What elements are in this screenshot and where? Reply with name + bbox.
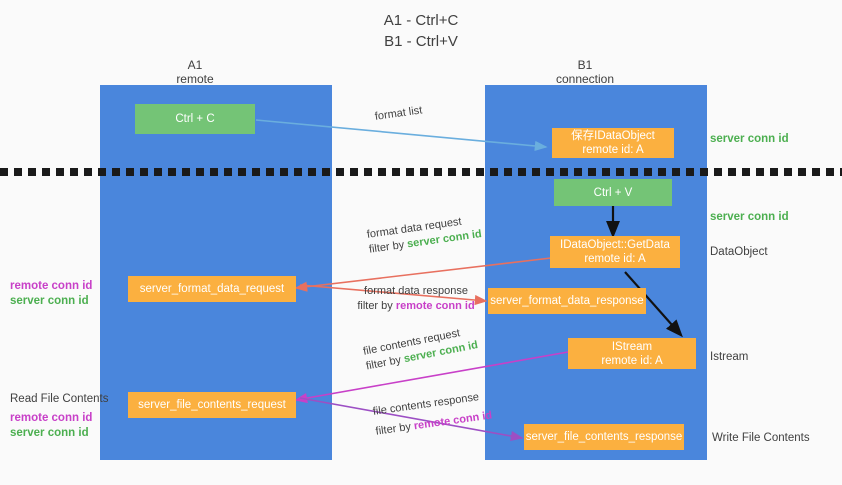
- node-server-format-data-response[interactable]: server_format_data_response: [488, 288, 646, 314]
- node-server-format-data-request[interactable]: server_format_data_request: [128, 276, 296, 302]
- arrow-format-list: [255, 119, 548, 152]
- arrow-format-data-response: [299, 284, 488, 306]
- node-istream-line1: IStream: [611, 340, 653, 353]
- fdresp-token: remote conn id: [395, 300, 475, 312]
- node-istream[interactable]: IStream remote id: A: [568, 338, 696, 369]
- node-fmt-req-label: server_format_data_request: [139, 283, 285, 295]
- fdresp-line1: format data response: [364, 285, 468, 297]
- title-line-1: A1 - Ctrl+C: [383, 12, 459, 29]
- node-file-resp-label: server_file_contents_response: [525, 431, 683, 443]
- arrow-format-data-request: [294, 257, 552, 292]
- node-save-idataobject-line2: remote id: A: [582, 144, 644, 156]
- node-ctrl-v-label: Ctrl + V: [593, 186, 633, 199]
- diagram-title: A1 - Ctrl+C B1 - Ctrl+V: [0, 10, 842, 52]
- node-getdata-line1: IDataObject::GetData: [560, 239, 670, 251]
- arrow-file-contents-request: [294, 351, 569, 404]
- annotation-server-conn-id-top: server conn id: [710, 133, 789, 145]
- node-file-req-label: server_file_contents_request: [138, 399, 286, 411]
- annotation-write-file-contents: Write File Contents: [712, 432, 810, 444]
- annotation-remote-conn-id-lower: remote conn id: [10, 412, 93, 424]
- column-b1-role: connection: [555, 72, 615, 86]
- node-server-file-contents-request[interactable]: server_file_contents_request: [128, 392, 296, 418]
- edge-label-format-data-response: format data response filter by remote co…: [336, 284, 496, 314]
- fcresp-prefix: filter by: [374, 420, 415, 438]
- node-save-idataobject-line1: 保存IDataObject: [571, 130, 655, 142]
- annotation-server-conn-id-upper: server conn id: [10, 295, 89, 307]
- fdresp-line2: filter by remote conn id: [336, 299, 496, 314]
- arrow-getdata-to-istream: [624, 271, 683, 338]
- fdreq-prefix: filter by: [368, 238, 409, 256]
- phase-divider: [0, 168, 842, 176]
- annotation-dataobject: DataObject: [710, 246, 768, 258]
- node-istream-line2: remote id: A: [601, 354, 663, 367]
- annotation-server-conn-id-second: server conn id: [710, 211, 789, 223]
- title-line-2: B1 - Ctrl+V: [384, 33, 458, 50]
- annotation-server-conn-id-lower: server conn id: [10, 427, 89, 439]
- node-save-idataobject[interactable]: 保存IDataObject remote id: A: [552, 128, 674, 158]
- node-fmt-resp-label: server_format_data_response: [490, 295, 644, 307]
- node-ctrl-c-label: Ctrl + C: [175, 113, 215, 125]
- fdresp-prefix: filter by: [357, 300, 396, 312]
- node-ctrl-c[interactable]: Ctrl + C: [135, 104, 255, 134]
- node-idataobject-getdata[interactable]: IDataObject::GetData remote id: A: [550, 236, 680, 268]
- node-server-file-contents-response[interactable]: server_file_contents_response: [524, 424, 684, 450]
- annotation-remote-conn-id-upper: remote conn id: [10, 280, 93, 292]
- annotation-istream: Istream: [710, 351, 749, 363]
- column-a1-name: A1: [187, 58, 203, 72]
- node-ctrl-v[interactable]: Ctrl + V: [554, 179, 672, 206]
- column-header-a1: A1 remote: [120, 58, 270, 86]
- node-getdata-line2: remote id: A: [584, 253, 646, 265]
- column-a1-role: remote: [176, 72, 214, 86]
- annotation-read-file-contents: Read File Contents: [10, 393, 109, 405]
- column-b1-name: B1: [577, 58, 593, 72]
- arrow-file-contents-response: [299, 397, 524, 442]
- column-header-b1: B1 connection: [510, 58, 660, 86]
